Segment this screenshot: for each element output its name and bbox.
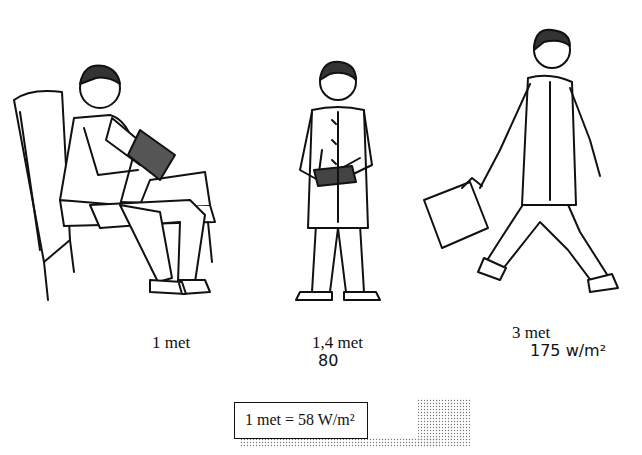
arm [480,84,530,188]
value-label: 1,4 met [312,334,363,353]
legs [90,200,205,282]
walking-man [424,30,618,292]
formula-box: 1 met = 58 W/m² [234,402,368,439]
held-object [314,166,356,186]
arm [570,88,600,176]
hair [320,62,356,80]
value-label: 1 met [152,334,190,353]
legs [312,225,364,292]
chair-leg [44,240,74,300]
leg [120,205,172,282]
torso [522,76,576,205]
standing-man [296,62,380,300]
formula-text: 1 met = 58 W/m² [245,410,355,429]
book [128,130,175,180]
seated-reader [14,65,215,300]
shoes [296,292,380,300]
shoes [478,258,618,292]
value-label: 175 w/m² [530,342,606,360]
briefcase-handle [462,178,482,188]
shoes [150,280,210,294]
briefcase [424,182,488,248]
hair [80,65,120,84]
torso [308,107,368,228]
value-label: 80 [318,352,338,370]
halftone-shading [240,438,440,448]
hair [534,30,570,50]
chair-back [14,91,70,262]
arm [84,128,138,175]
value-label: 3 met [512,324,550,343]
